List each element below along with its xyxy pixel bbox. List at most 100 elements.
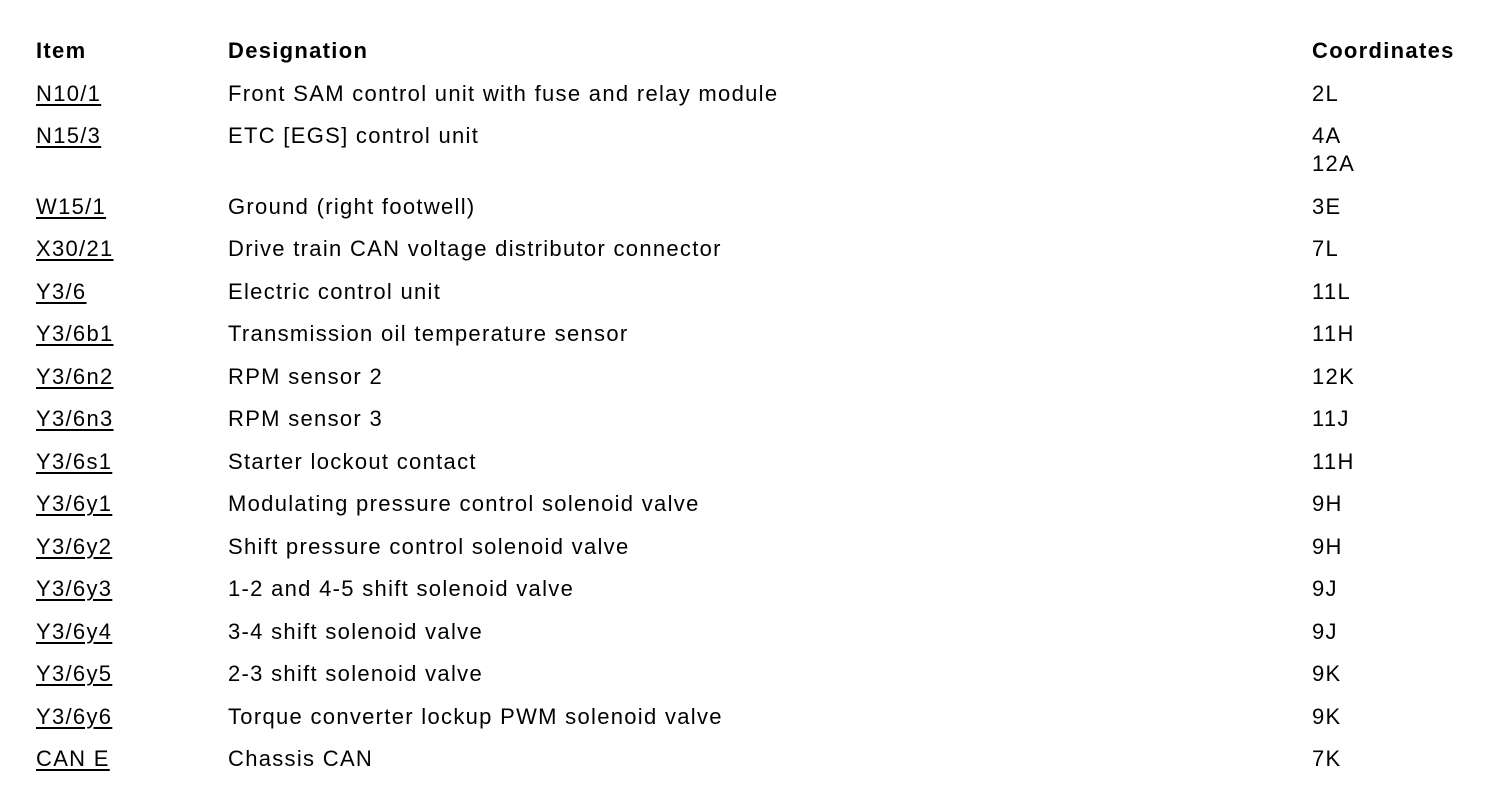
- coordinate-line: 9H: [1312, 491, 1343, 516]
- item-link[interactable]: Y3/6y2: [36, 533, 113, 559]
- table-row: Y3/6y2 Shift pressure control solenoid v…: [36, 533, 1476, 561]
- item-cell: Y3/6y5: [36, 660, 228, 688]
- coordinates-cell: 12K: [1312, 363, 1476, 391]
- designation-text: Front SAM control unit with fuse and rel…: [228, 80, 779, 106]
- item-cell: Y3/6: [36, 278, 228, 306]
- item-cell: X30/21: [36, 235, 228, 263]
- coordinate-line: 11H: [1312, 321, 1355, 346]
- table-row: Y3/6s1 Starter lockout contact 11H: [36, 448, 1476, 476]
- designation-text: Chassis CAN: [228, 746, 374, 771]
- item-cell: Y3/6y1: [36, 490, 228, 518]
- coordinate-line: 12A: [1312, 151, 1356, 176]
- coordinates-cell: 11L: [1312, 278, 1476, 306]
- table-row: Y3/6y4 3-4 shift solenoid valve 9J: [36, 618, 1476, 646]
- item-cell: Y3/6n3: [36, 405, 228, 433]
- coordinate-line: 4A: [1312, 123, 1342, 148]
- table-row: Y3/6y3 1-2 and 4-5 shift solenoid valve …: [36, 575, 1476, 603]
- item-cell: Y3/6s1: [36, 448, 228, 476]
- item-link[interactable]: Y3/6y5: [36, 661, 113, 686]
- designation-text: Starter lockout contact: [228, 448, 477, 474]
- coordinates-cell: 11J: [1312, 405, 1476, 433]
- coordinates-cell: 11H: [1312, 448, 1476, 476]
- table-row: Y3/6n2 RPM sensor 2 12K: [36, 363, 1476, 391]
- table-row: Y3/6b1 Transmission oil temperature sens…: [36, 320, 1476, 348]
- item-cell: N10/1: [36, 80, 228, 108]
- item-cell: Y3/6y6: [36, 703, 228, 731]
- item-cell: CAN E: [36, 745, 228, 773]
- item-cell: Y3/6n2: [36, 363, 228, 391]
- item-cell: N15/3: [36, 122, 228, 150]
- coordinates-cell: 9J: [1312, 618, 1476, 646]
- item-link[interactable]: Y3/6b1: [36, 321, 114, 346]
- column-header-item: Item: [36, 38, 87, 63]
- designation-text: Drive train CAN voltage distributor conn…: [228, 236, 722, 261]
- item-link[interactable]: Y3/6n2: [36, 363, 114, 389]
- coordinates-cell: 9H: [1312, 490, 1476, 518]
- table-row: Y3/6 Electric control unit 11L: [36, 278, 1476, 306]
- table-row: W15/1 Ground (right footwell) 3E: [36, 193, 1476, 221]
- coordinate-line: 3E: [1312, 193, 1342, 219]
- item-cell: Y3/6y2: [36, 533, 228, 561]
- coordinate-line: 7K: [1312, 746, 1342, 771]
- item-link[interactable]: W15/1: [36, 193, 107, 219]
- coordinate-line: 9K: [1312, 703, 1342, 729]
- designation-text: RPM sensor 3: [228, 406, 383, 431]
- designation-text: 1-2 and 4-5 shift solenoid valve: [228, 576, 575, 601]
- table-row: CAN E Chassis CAN 7K: [36, 745, 1476, 773]
- coordinate-line: 9J: [1312, 576, 1338, 601]
- coordinates-cell: 9K: [1312, 660, 1476, 688]
- item-cell: Y3/6b1: [36, 320, 228, 348]
- component-legend-table: Item Designation Coordinates N10/1 Front…: [36, 37, 1476, 788]
- coordinates-cell: 9J: [1312, 575, 1476, 603]
- designation-text: Modulating pressure control solenoid val…: [228, 491, 700, 516]
- table-row: Y3/6y6 Torque converter lockup PWM solen…: [36, 703, 1476, 731]
- coordinate-line: 9H: [1312, 533, 1343, 559]
- coordinates-cell: 11H: [1312, 320, 1476, 348]
- item-link[interactable]: Y3/6s1: [36, 448, 113, 474]
- item-link[interactable]: Y3/6n3: [36, 406, 114, 431]
- designation-text: Electric control unit: [228, 278, 442, 304]
- designation-text: Shift pressure control solenoid valve: [228, 533, 630, 559]
- table-row: X30/21 Drive train CAN voltage distribut…: [36, 235, 1476, 263]
- coordinate-line: 9J: [1312, 618, 1338, 644]
- item-link[interactable]: Y3/6y1: [36, 491, 113, 516]
- designation-text: Torque converter lockup PWM solenoid val…: [228, 703, 723, 729]
- coordinate-line: 2L: [1312, 80, 1340, 106]
- item-link[interactable]: Y3/6: [36, 278, 87, 304]
- table-row: Y3/6y1 Modulating pressure control solen…: [36, 490, 1476, 518]
- coordinates-cell: 7L: [1312, 235, 1476, 263]
- item-cell: Y3/6y3: [36, 575, 228, 603]
- coordinate-line: 7L: [1312, 236, 1340, 261]
- coordinates-cell: 2L: [1312, 80, 1476, 108]
- designation-text: 3-4 shift solenoid valve: [228, 618, 483, 644]
- coordinates-cell: 3E: [1312, 193, 1476, 221]
- item-link[interactable]: Y3/6y6: [36, 703, 113, 729]
- designation-text: ETC [EGS] control unit: [228, 123, 480, 148]
- table-header-row: Item Designation Coordinates: [36, 37, 1476, 65]
- coordinates-cell: 9H: [1312, 533, 1476, 561]
- item-link[interactable]: N15/3: [36, 123, 102, 148]
- item-link[interactable]: N10/1: [36, 80, 102, 106]
- item-link[interactable]: X30/21: [36, 236, 114, 261]
- column-header-coordinates: Coordinates: [1312, 38, 1455, 63]
- item-cell: Y3/6y4: [36, 618, 228, 646]
- table-row: Y3/6n3 RPM sensor 3 11J: [36, 405, 1476, 433]
- designation-text: Ground (right footwell): [228, 193, 476, 219]
- designation-text: Transmission oil temperature sensor: [228, 321, 629, 346]
- designation-text: RPM sensor 2: [228, 363, 383, 389]
- table-row: Y3/6y5 2-3 shift solenoid valve 9K: [36, 660, 1476, 688]
- coordinates-cell: 7K: [1312, 745, 1476, 773]
- item-link[interactable]: Y3/6y4: [36, 618, 113, 644]
- coordinate-line: 9K: [1312, 661, 1342, 686]
- coordinate-line: 11L: [1312, 278, 1351, 304]
- coordinate-line: 11J: [1312, 406, 1350, 431]
- item-link[interactable]: CAN E: [36, 746, 110, 771]
- item-link[interactable]: Y3/6y3: [36, 576, 113, 601]
- coordinates-cell: 9K: [1312, 703, 1476, 731]
- item-cell: W15/1: [36, 193, 228, 221]
- table-row: N10/1 Front SAM control unit with fuse a…: [36, 80, 1476, 108]
- coordinate-line: 11H: [1312, 448, 1355, 474]
